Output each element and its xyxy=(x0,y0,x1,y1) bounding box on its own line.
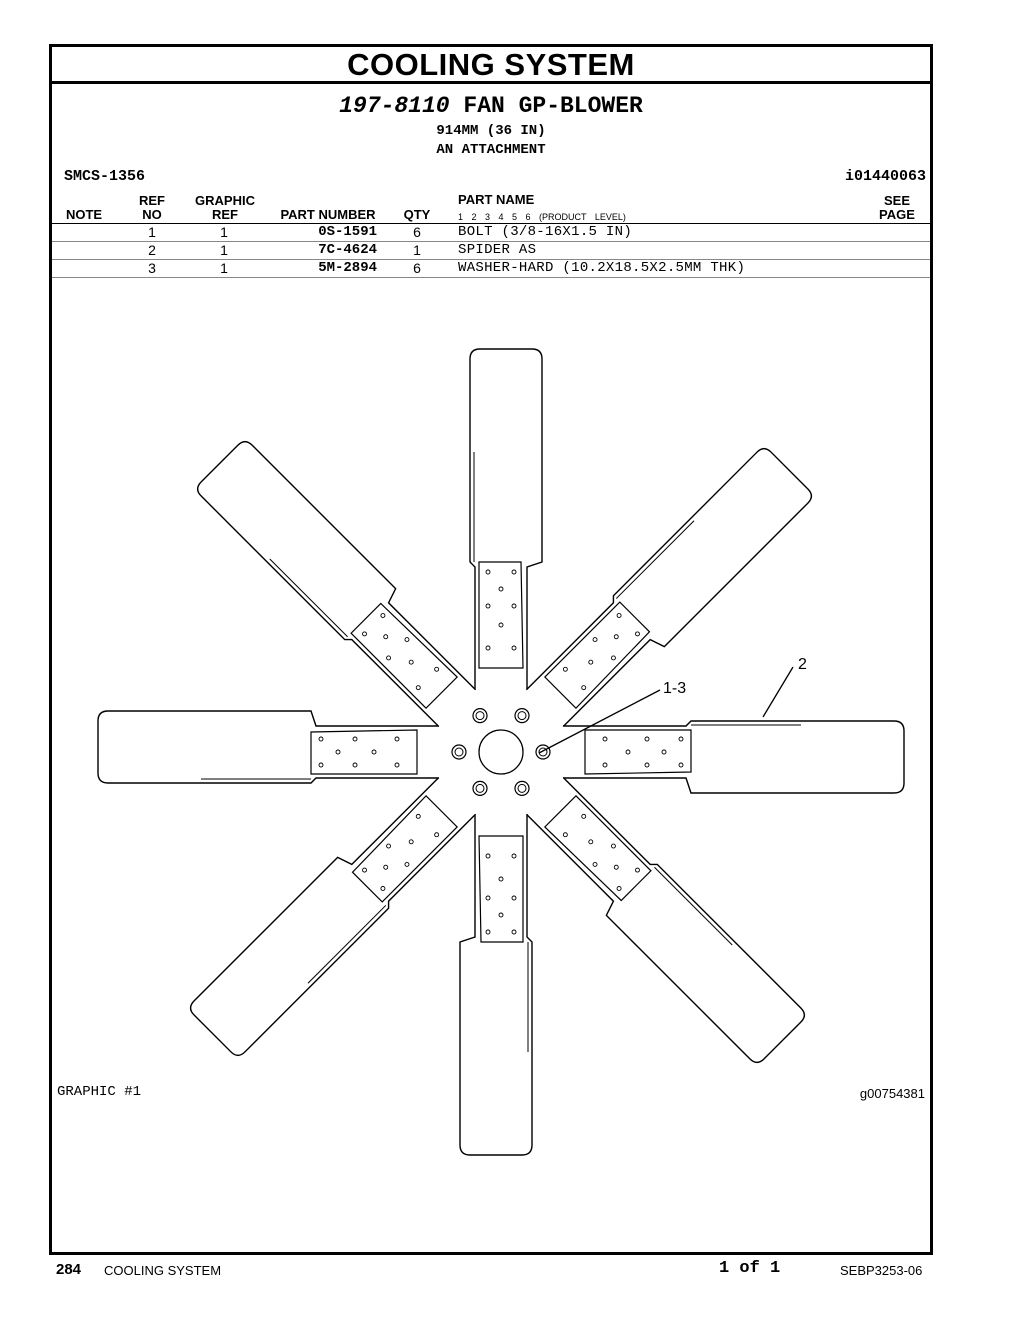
table-row: 1 1 0S-1591 6 BOLT (3/8-16X1.5 IN) xyxy=(52,224,930,242)
graphic-ref: 1 xyxy=(220,224,228,240)
part-name: SPIDER AS xyxy=(458,242,537,258)
callout-spider: 2 xyxy=(798,656,807,673)
header-rule xyxy=(52,223,930,224)
graphic-id: g00754381 xyxy=(859,1086,925,1101)
col-see-top: SEE xyxy=(883,193,910,208)
qty: 6 xyxy=(413,224,421,240)
ref-no: 2 xyxy=(148,242,156,258)
fan-blade xyxy=(525,776,806,1064)
col-graphic-top: GRAPHIC xyxy=(195,193,255,208)
part-name: WASHER-HARD (10.2X18.5X2.5MM THK) xyxy=(458,260,746,276)
col-note: NOTE xyxy=(65,207,103,222)
col-ref-top: REF xyxy=(139,193,165,208)
part-number: 0S-1591 xyxy=(318,224,377,240)
hub-bolt xyxy=(472,780,488,796)
group-heading: 197-8110 FAN GP-BLOWER xyxy=(52,93,930,119)
hub-bolt xyxy=(451,744,467,760)
hub-bore xyxy=(478,729,524,775)
fan-blade xyxy=(469,348,543,690)
callouts: 2 1-3 xyxy=(538,656,807,754)
col-qty: QTY xyxy=(403,207,431,222)
product-level-scale: 1 2 3 4 5 6 (PRODUCT LEVEL) xyxy=(458,212,626,222)
col-see-bottom: PAGE xyxy=(879,207,915,222)
callout-leader-bolts xyxy=(538,689,661,754)
table-row: 3 1 5M-2894 6 WASHER-HARD (10.2X18.5X2.5… xyxy=(52,260,930,278)
fan-blade xyxy=(525,447,813,728)
table-row: 2 1 7C-4624 1 SPIDER AS xyxy=(52,242,930,260)
fan-blade xyxy=(196,440,477,728)
hub-bolt xyxy=(514,780,530,796)
callout-leader-spider xyxy=(762,666,794,718)
spec-line-2: AN ATTACHMENT xyxy=(436,142,546,158)
graphic-label: GRAPHIC #1 xyxy=(57,1084,142,1100)
col-graphic-bottom: REF xyxy=(212,207,238,222)
section-title: COOLING SYSTEM xyxy=(347,47,635,82)
group-number: 197-8110 xyxy=(339,93,450,119)
group-name: FAN GP-BLOWER xyxy=(463,93,643,119)
spec-line-1: 914MM (36 IN) xyxy=(436,123,546,139)
part-name: BOLT (3/8-16X1.5 IN) xyxy=(458,224,633,240)
fan-blade xyxy=(459,814,533,1156)
qty: 1 xyxy=(413,242,421,258)
hub xyxy=(451,708,551,796)
footer-section: COOLING SYSTEM xyxy=(104,1263,222,1278)
hub-bolt xyxy=(535,744,551,760)
illustration-id: i01440063 xyxy=(844,168,926,185)
document-id: SEBP3253-06 xyxy=(840,1263,923,1278)
fan-blades xyxy=(97,348,905,1156)
smcs-code: SMCS-1356 xyxy=(64,168,146,185)
graphic-ref: 1 xyxy=(220,260,228,276)
part-number: 7C-4624 xyxy=(318,242,377,258)
fan-blade xyxy=(189,776,477,1057)
hub-bolts xyxy=(451,708,551,796)
col-ref-bottom: NO xyxy=(142,207,162,222)
col-graphic: GRAPHIC REF xyxy=(190,194,260,222)
fan-blade xyxy=(563,720,905,794)
col-see-page: SEE PAGE xyxy=(872,194,922,222)
hub-bolt xyxy=(472,708,488,724)
fan-blade xyxy=(97,710,439,784)
col-ref: REF NO xyxy=(134,194,170,222)
page-number: 284 xyxy=(56,1261,82,1278)
ref-no: 3 xyxy=(148,260,156,276)
page-of: 1 of 1 xyxy=(719,1259,781,1278)
col-part-name: PART NAME xyxy=(458,192,535,207)
ref-no: 1 xyxy=(148,224,156,240)
hub-bolt xyxy=(514,708,530,724)
graphic-ref: 1 xyxy=(220,242,228,258)
qty: 6 xyxy=(413,260,421,276)
col-part-number: PART NUMBER xyxy=(280,207,376,222)
callout-bolts: 1-3 xyxy=(663,680,686,697)
parts-page-frame: COOLING SYSTEM 197-8110 FAN GP-BLOWER 91… xyxy=(49,44,933,1255)
fan-drawing: 2 1-3 xyxy=(97,348,905,1156)
title-bar: COOLING SYSTEM xyxy=(52,47,930,84)
part-number: 5M-2894 xyxy=(318,260,377,276)
